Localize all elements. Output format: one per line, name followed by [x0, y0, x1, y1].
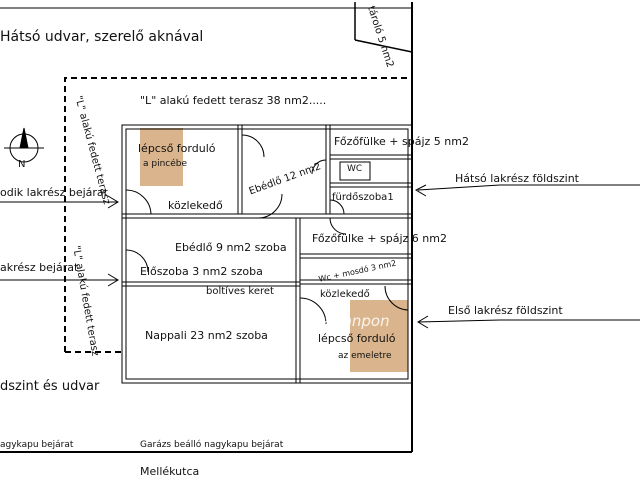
- second-entrance-label: odik lakrész bejárat: [0, 186, 108, 199]
- upstairs-label: az emeletre: [338, 351, 392, 361]
- corridor-top-label: közlekedő: [168, 199, 223, 212]
- pantry-5-label: Főzőfülke + spájz 5 nm2: [334, 135, 469, 148]
- terrace-top-label: "L" alakú fedett terasz 38 nm2.....: [140, 94, 327, 107]
- side-street-label: Mellékutca: [140, 465, 200, 478]
- garage-entrance-label: Garázs beálló nagykapu bejárat: [140, 440, 284, 450]
- storage-wall-diagonal: [354, 39, 413, 53]
- terrace-outline: [64, 77, 410, 352]
- to-cellar-label: a pincébe: [143, 159, 188, 169]
- doors: [125, 134, 409, 325]
- dining-9-label: Ebédlő 9 nm2 szoba: [175, 241, 287, 254]
- compass-icon: [4, 127, 44, 163]
- entrance-label: akrész bejárat: [0, 261, 79, 274]
- wc-label: WC: [347, 164, 363, 174]
- ground-and-yard-label: dszint és udvar: [0, 379, 100, 394]
- arch-frame-label: boltíves keret: [206, 286, 274, 297]
- stair-bottom-fill: [350, 300, 408, 372]
- stair-top-label: lépcső forduló: [138, 142, 216, 155]
- living-23-label: Nappali 23 nm2 szoba: [145, 329, 268, 342]
- watermark: Ingatlanpon: [300, 312, 390, 330]
- compass-n-label: N: [18, 159, 26, 170]
- building-walls: [121, 124, 413, 384]
- first-ground-floor-label: Első lakrész földszint: [448, 304, 563, 317]
- bathroom-label: fürdőszoba1: [332, 192, 394, 203]
- back-ground-floor-label: Hátsó lakrész földszint: [455, 172, 579, 185]
- arrows: [0, 184, 640, 329]
- pantry-6-label: Főzőfülke + spájz 6 nm2: [312, 232, 447, 245]
- hall-3-label: Előszoba 3 nm2 szoba: [140, 265, 263, 278]
- corridor-bottom-label: közlekedő: [320, 289, 370, 300]
- gate-entrance-label: agykapu bejárat: [0, 440, 74, 450]
- stair-top-fill: [140, 128, 183, 186]
- back-yard-label: Hátsó udvar, szerelő aknával: [0, 29, 204, 45]
- stair-bottom-label: lépcső forduló: [318, 332, 396, 345]
